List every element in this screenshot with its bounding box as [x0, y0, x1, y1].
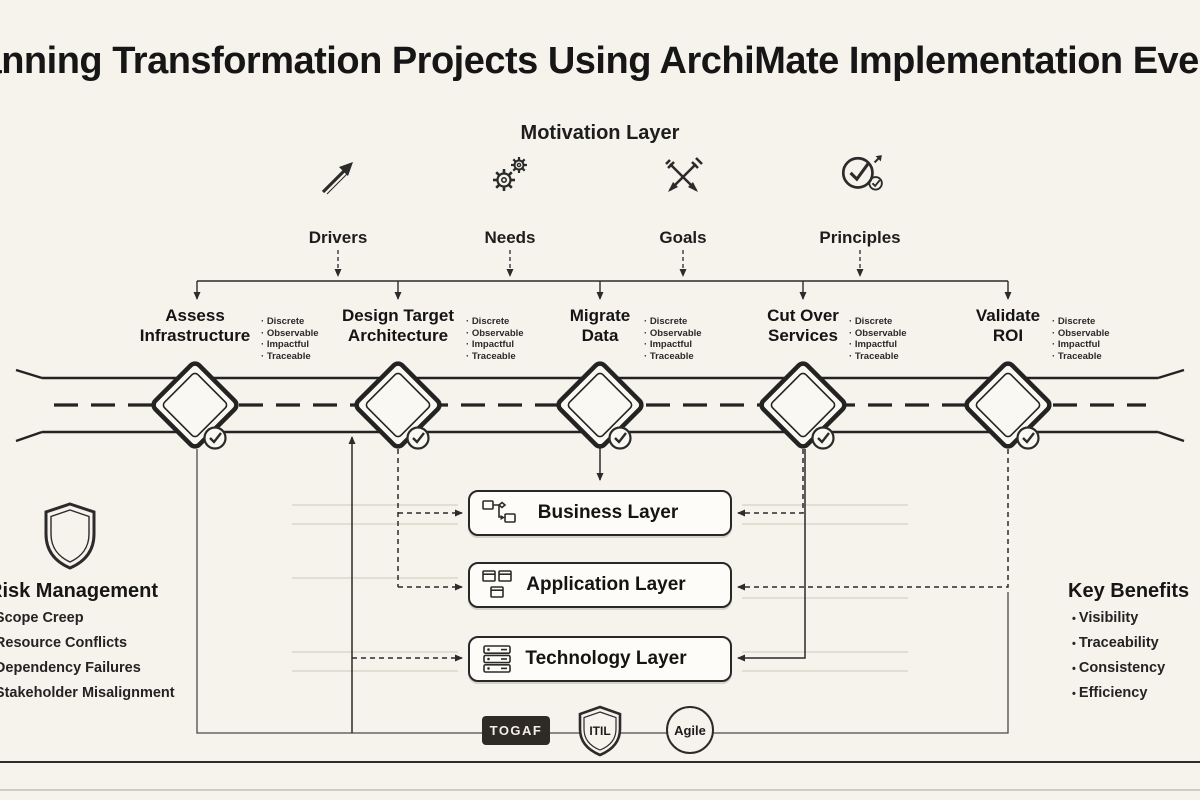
motivation-connector [193, 250, 1012, 300]
event-diamond-validate [964, 361, 1052, 450]
itil-shield-badge: ITIL [578, 705, 622, 757]
technology-layer-label: Technology Layer [525, 648, 687, 669]
event-diamond-cutover [759, 361, 847, 450]
event-attributes: Discrete Observable Impactful Traceable [261, 316, 351, 362]
event-title-cut-over-services: Cut Over Services [767, 306, 839, 345]
key-benefits-heading: Key Benefits [1068, 580, 1190, 602]
risk-management-heading: Risk Management [0, 580, 159, 602]
page-title: Planning Transformation Projects Using A… [0, 40, 1200, 82]
flowchart-icon [482, 500, 516, 523]
event-diamond-assess [151, 361, 239, 450]
benefit-item: Traceability [1072, 631, 1200, 656]
windows-icon [482, 570, 512, 598]
arrow-up-right-icon [321, 162, 353, 195]
itil-badge-label: ITIL [589, 724, 610, 738]
check-badge-icon [811, 426, 835, 450]
event-title-migrate-data: Migrate Data [569, 306, 631, 345]
motivation-heading: Motivation Layer [520, 122, 680, 144]
shield-icon [44, 502, 96, 570]
togaf-badge: TOGAF [482, 716, 550, 745]
risk-item: Dependency Failures [0, 656, 238, 681]
technology-layer-box: Technology Layer [468, 636, 732, 682]
business-layer-label: Business Layer [537, 502, 679, 523]
motivation-item-principles: Principles [819, 228, 901, 247]
event-attributes: Discrete Observable Impactful Traceable [849, 316, 939, 362]
server-stack-icon [483, 645, 511, 673]
motivation-item-drivers: Drivers [308, 228, 368, 247]
check-badge-icon [406, 426, 430, 450]
check-badge-icon [203, 426, 227, 450]
event-title-validate-roi: Validate ROI [975, 306, 1041, 345]
application-layer-box: Application Layer [468, 562, 732, 608]
event-attributes: Discrete Observable Impactful Traceable [644, 316, 734, 362]
event-layer-connectors [348, 436, 1009, 733]
event-attributes: Discrete Observable Impactful Traceable [466, 316, 556, 362]
benefit-item: Efficiency [1072, 681, 1200, 706]
risk-item: Stakeholder Misalignment [0, 681, 238, 706]
event-title-assess-infrastructure: Assess Infrastructure [139, 306, 251, 345]
check-badge-icon [1016, 426, 1040, 450]
key-benefits-list: Visibility Traceability Consistency Effi… [1072, 606, 1200, 706]
event-attributes: Discrete Observable Impactful Traceable [1052, 316, 1142, 362]
risk-item: Resource Conflicts [0, 631, 238, 656]
crossed-darts-icon [665, 157, 703, 192]
business-layer-box: Business Layer [468, 490, 732, 536]
motivation-item-goals: Goals [659, 228, 707, 247]
risk-management-list: Scope Creep Resource Conflicts Dependenc… [0, 606, 238, 706]
benefit-item: Consistency [1072, 656, 1200, 681]
check-circle-icon [841, 155, 883, 191]
benefit-item: Visibility [1072, 606, 1200, 631]
risk-item: Scope Creep [0, 606, 238, 631]
event-diamond-migrate [556, 361, 644, 450]
speed-lines [292, 504, 908, 672]
check-badge-icon [608, 426, 632, 450]
motivation-item-needs: Needs [484, 228, 536, 247]
agile-circle-badge: Agile [666, 706, 714, 754]
event-title-design-target-architecture: Design Target Architecture [341, 306, 455, 345]
event-diamond-design [354, 361, 442, 450]
event-diamonds [151, 361, 1052, 450]
gears-icon [493, 157, 527, 191]
application-layer-label: Application Layer [526, 574, 686, 595]
